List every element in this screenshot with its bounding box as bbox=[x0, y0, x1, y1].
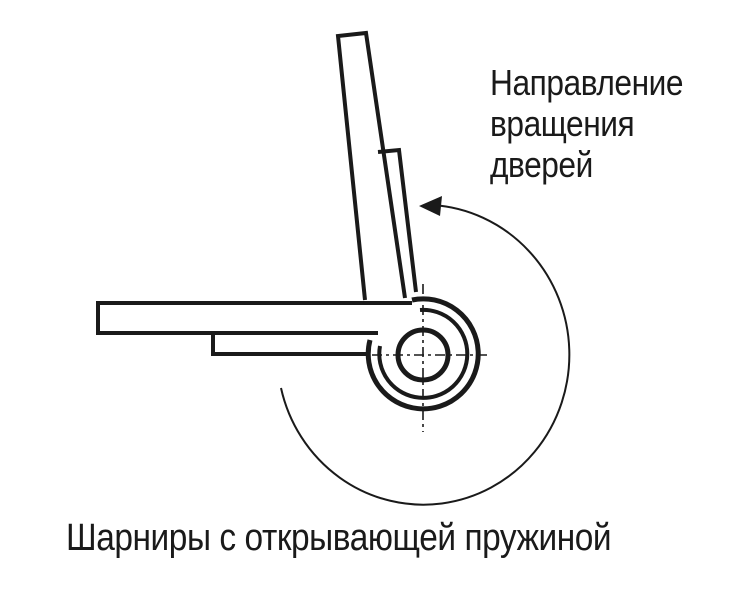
diagram-caption: Шарниры с открывающей пружиной bbox=[66, 517, 612, 559]
hinge-knuckle-outer bbox=[365, 296, 481, 412]
horizontal-door-leaf bbox=[96, 301, 412, 335]
rotation-direction-arc bbox=[280, 204, 571, 506]
rotation-direction-line-1: Направление bbox=[490, 62, 684, 103]
vertical-hinge-plate bbox=[377, 147, 418, 293]
rotation-arrow-head-icon bbox=[419, 196, 442, 216]
lower-hinge-plate bbox=[211, 333, 368, 356]
rotation-direction-line-2: вращения bbox=[490, 103, 635, 144]
rotation-direction-line-3: дверей bbox=[490, 144, 593, 185]
rotation-direction-label: Направление вращения дверей bbox=[490, 62, 684, 185]
vertical-door-leaf bbox=[335, 30, 407, 301]
spring-coil bbox=[377, 307, 470, 400]
